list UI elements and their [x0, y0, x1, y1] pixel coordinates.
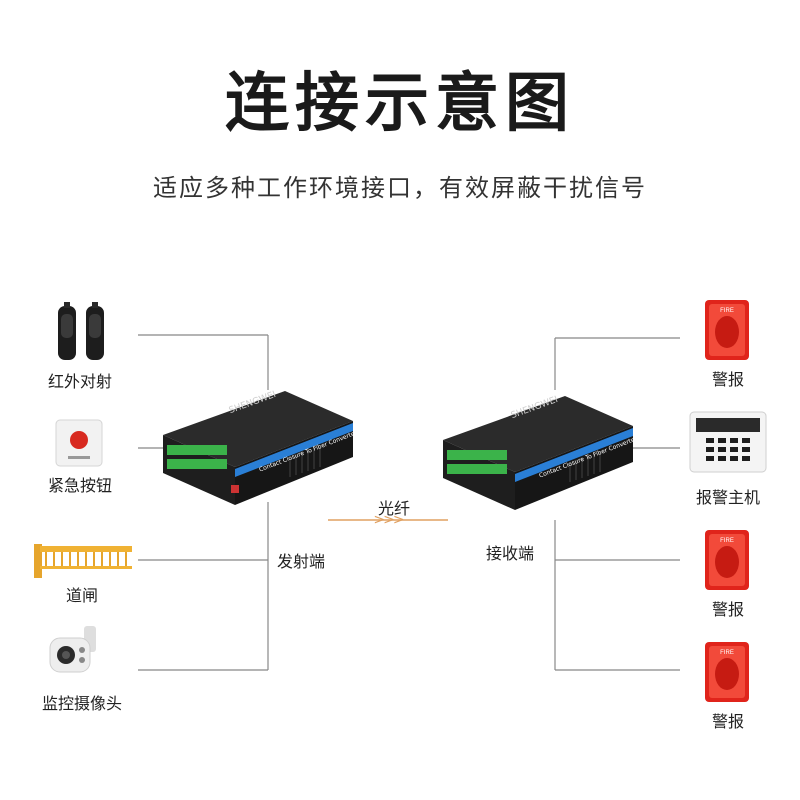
transmitter-device	[155, 385, 355, 514]
alarm-host-icon	[688, 410, 768, 478]
label-alarm-host: 报警主机	[695, 488, 761, 507]
label-alarm-1: 警报	[711, 370, 745, 389]
camera-icon	[44, 622, 104, 686]
receiver-label: 接收端	[486, 544, 535, 563]
emergency-button-icon	[54, 418, 104, 472]
fiber-label: 光纤	[377, 499, 411, 518]
receiver-device	[435, 390, 635, 519]
barrier-gate-icon	[32, 540, 134, 586]
page-title: 连接示意图	[225, 67, 575, 141]
label-alarm-3: 警报	[711, 712, 745, 731]
transmitter-label: 发射端	[277, 552, 326, 571]
svg-text:FIRE: FIRE	[720, 308, 734, 314]
label-barrier: 道闸	[65, 586, 99, 605]
label-emergency: 紧急按钮	[47, 476, 113, 495]
infrared-beam-icon	[52, 300, 112, 368]
svg-text:FIRE: FIRE	[720, 650, 734, 656]
alarm-siren-icon: FIRE	[703, 298, 751, 366]
fiber-arrows: >>>	[373, 512, 404, 528]
svg-text:FIRE: FIRE	[720, 538, 734, 544]
alarm-siren-icon: FIRE	[703, 528, 751, 596]
label-alarm-2: 警报	[711, 600, 745, 619]
label-infrared: 红外对射	[47, 372, 113, 391]
alarm-siren-icon: FIRE	[703, 640, 751, 708]
label-camera: 监控摄像头	[41, 694, 123, 713]
page-subtitle: 适应多种工作环境接口，有效屏蔽干扰信号	[153, 174, 647, 202]
